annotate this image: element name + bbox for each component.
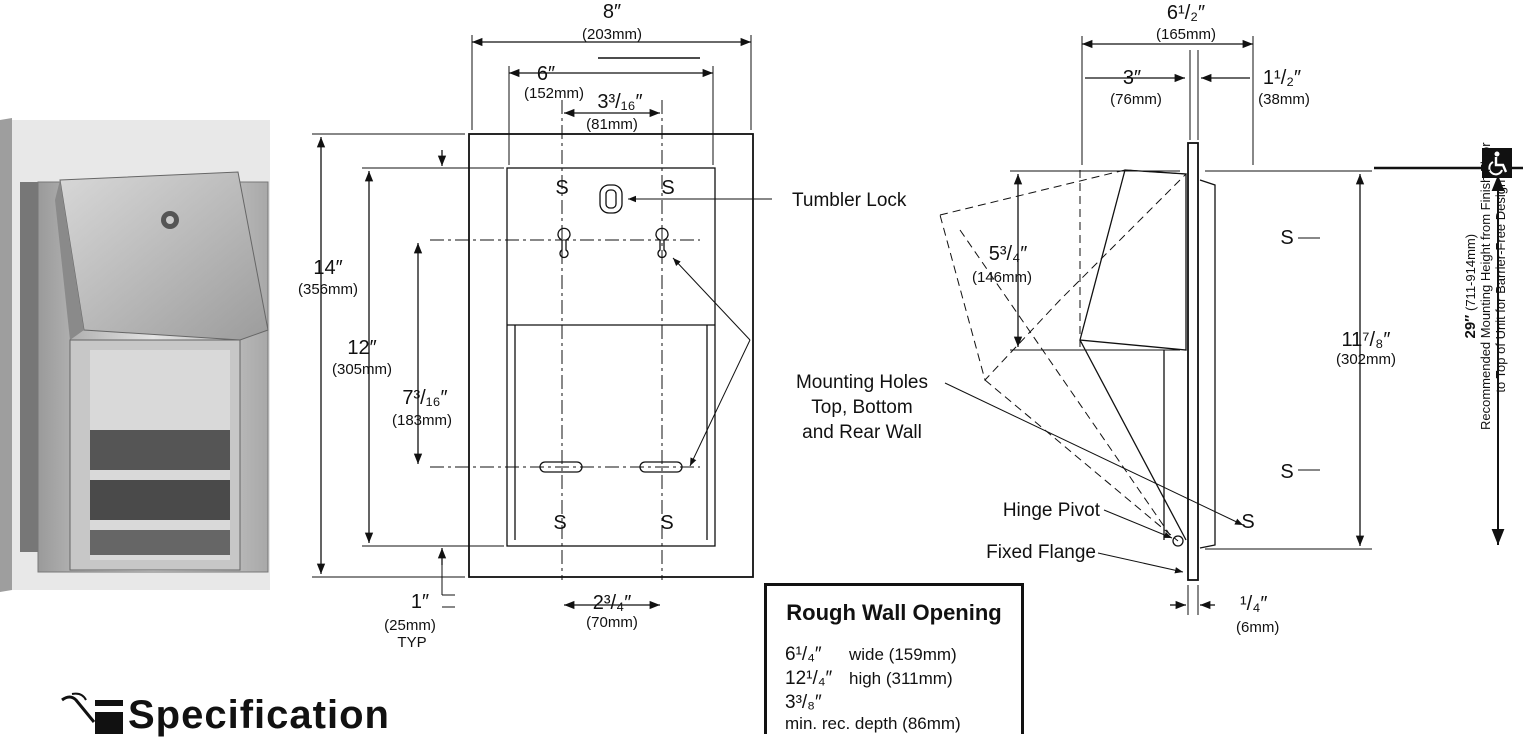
hole-spacing-in: 7³/₁₆″ bbox=[402, 387, 448, 409]
rough-wall-row-height: 12¹/₄″high (311mm) bbox=[785, 668, 953, 689]
flange-in: 1″ bbox=[410, 591, 430, 613]
front-width-mm: (203mm) bbox=[581, 26, 643, 43]
wheelchair-accessibility-icon bbox=[1482, 148, 1512, 178]
rough-wall-row-depth: 3³/₈″min. rec. depth (86mm) bbox=[785, 692, 961, 733]
s-mark-bottom-left: S bbox=[553, 512, 567, 534]
projection-mm: (38mm) bbox=[1258, 91, 1310, 108]
bottom-spacing-in: 2³/₄″ bbox=[592, 592, 632, 614]
mounting-height-line2: to Top of Unit for Barrier-Free Design bbox=[1493, 179, 1509, 393]
s-mark-top-left: S bbox=[555, 177, 569, 199]
side-height-in: 11⁷/₈″ bbox=[1341, 329, 1391, 351]
side-depth-in: 6¹/₂″ bbox=[1166, 2, 1206, 24]
mounting-height-line1: Recommended Mounting Height from Finish … bbox=[1478, 142, 1494, 430]
projection-in: 1¹/₂″ bbox=[1262, 67, 1302, 89]
s-mark-bottom-right: S bbox=[660, 512, 674, 534]
front-height-in: 14″ bbox=[313, 257, 343, 279]
rough-wall-opening-box: Rough Wall Opening 6¹/₄″wide (159mm) 12¹… bbox=[764, 583, 1024, 734]
front-view bbox=[312, 35, 772, 610]
recess-in: 3″ bbox=[1122, 67, 1142, 89]
mounting-holes-line2: Top, Bottom bbox=[811, 397, 913, 418]
recess-mm: (76mm) bbox=[1110, 91, 1162, 108]
flange-mm: (25mm) bbox=[384, 617, 436, 634]
front-height-mm: (356mm) bbox=[297, 281, 359, 298]
hood-mm: (146mm) bbox=[971, 269, 1033, 286]
mounting-holes-line1: Mounting Holes bbox=[795, 372, 929, 393]
slot-spacing-mm: (81mm) bbox=[586, 116, 638, 133]
rough-wall-opening-title: Rough Wall Opening bbox=[786, 600, 1002, 625]
mounting-height-note: 29″ (711-914mm) Recommended Mounting Hei… bbox=[1462, 142, 1509, 430]
bottom-spacing-mm: (70mm) bbox=[586, 614, 638, 631]
mounting-height-range: (711-914mm) bbox=[1463, 233, 1478, 311]
front-inner-width-mm: (152mm) bbox=[523, 85, 585, 102]
s-mark-side-top: S bbox=[1280, 227, 1294, 249]
flange-note: TYP bbox=[397, 634, 427, 651]
front-width-in: 8″ bbox=[602, 1, 622, 23]
side-height-mm: (302mm) bbox=[1335, 351, 1397, 368]
rough-wall-row-width: 6¹/₄″wide (159mm) bbox=[785, 644, 957, 665]
side-view bbox=[939, 36, 1523, 615]
hole-spacing-mm: (183mm) bbox=[391, 412, 453, 429]
hinge-pivot-label: Hinge Pivot bbox=[1002, 500, 1100, 521]
side-depth-mm: (165mm) bbox=[1155, 26, 1217, 43]
fixed-flange-label: Fixed Flange bbox=[986, 542, 1096, 563]
specification-tool-icon bbox=[61, 692, 123, 734]
hood-in: 5³/₄″ bbox=[988, 243, 1028, 265]
slot-spacing-in: 3³/₁₆″ bbox=[597, 91, 643, 113]
flange-thick-in: ¹/₄″ bbox=[1240, 593, 1268, 615]
mounting-height-value: 29″ bbox=[1462, 314, 1479, 339]
inner-height-in: 12″ bbox=[347, 337, 377, 359]
front-inner-width-in: 6″ bbox=[536, 63, 556, 85]
tumbler-lock-label: Tumbler Lock bbox=[792, 190, 907, 211]
flange-thick-mm: (6mm) bbox=[1236, 619, 1280, 636]
s-mark-side-rear: S bbox=[1241, 511, 1255, 533]
s-mark-side-bottom: S bbox=[1280, 461, 1294, 483]
inner-height-mm: (305mm) bbox=[331, 361, 393, 378]
s-mark-top-right: S bbox=[661, 177, 675, 199]
specification-heading: Specification bbox=[128, 693, 390, 737]
product-photo bbox=[0, 118, 270, 592]
mounting-holes-line3: and Rear Wall bbox=[802, 422, 922, 443]
